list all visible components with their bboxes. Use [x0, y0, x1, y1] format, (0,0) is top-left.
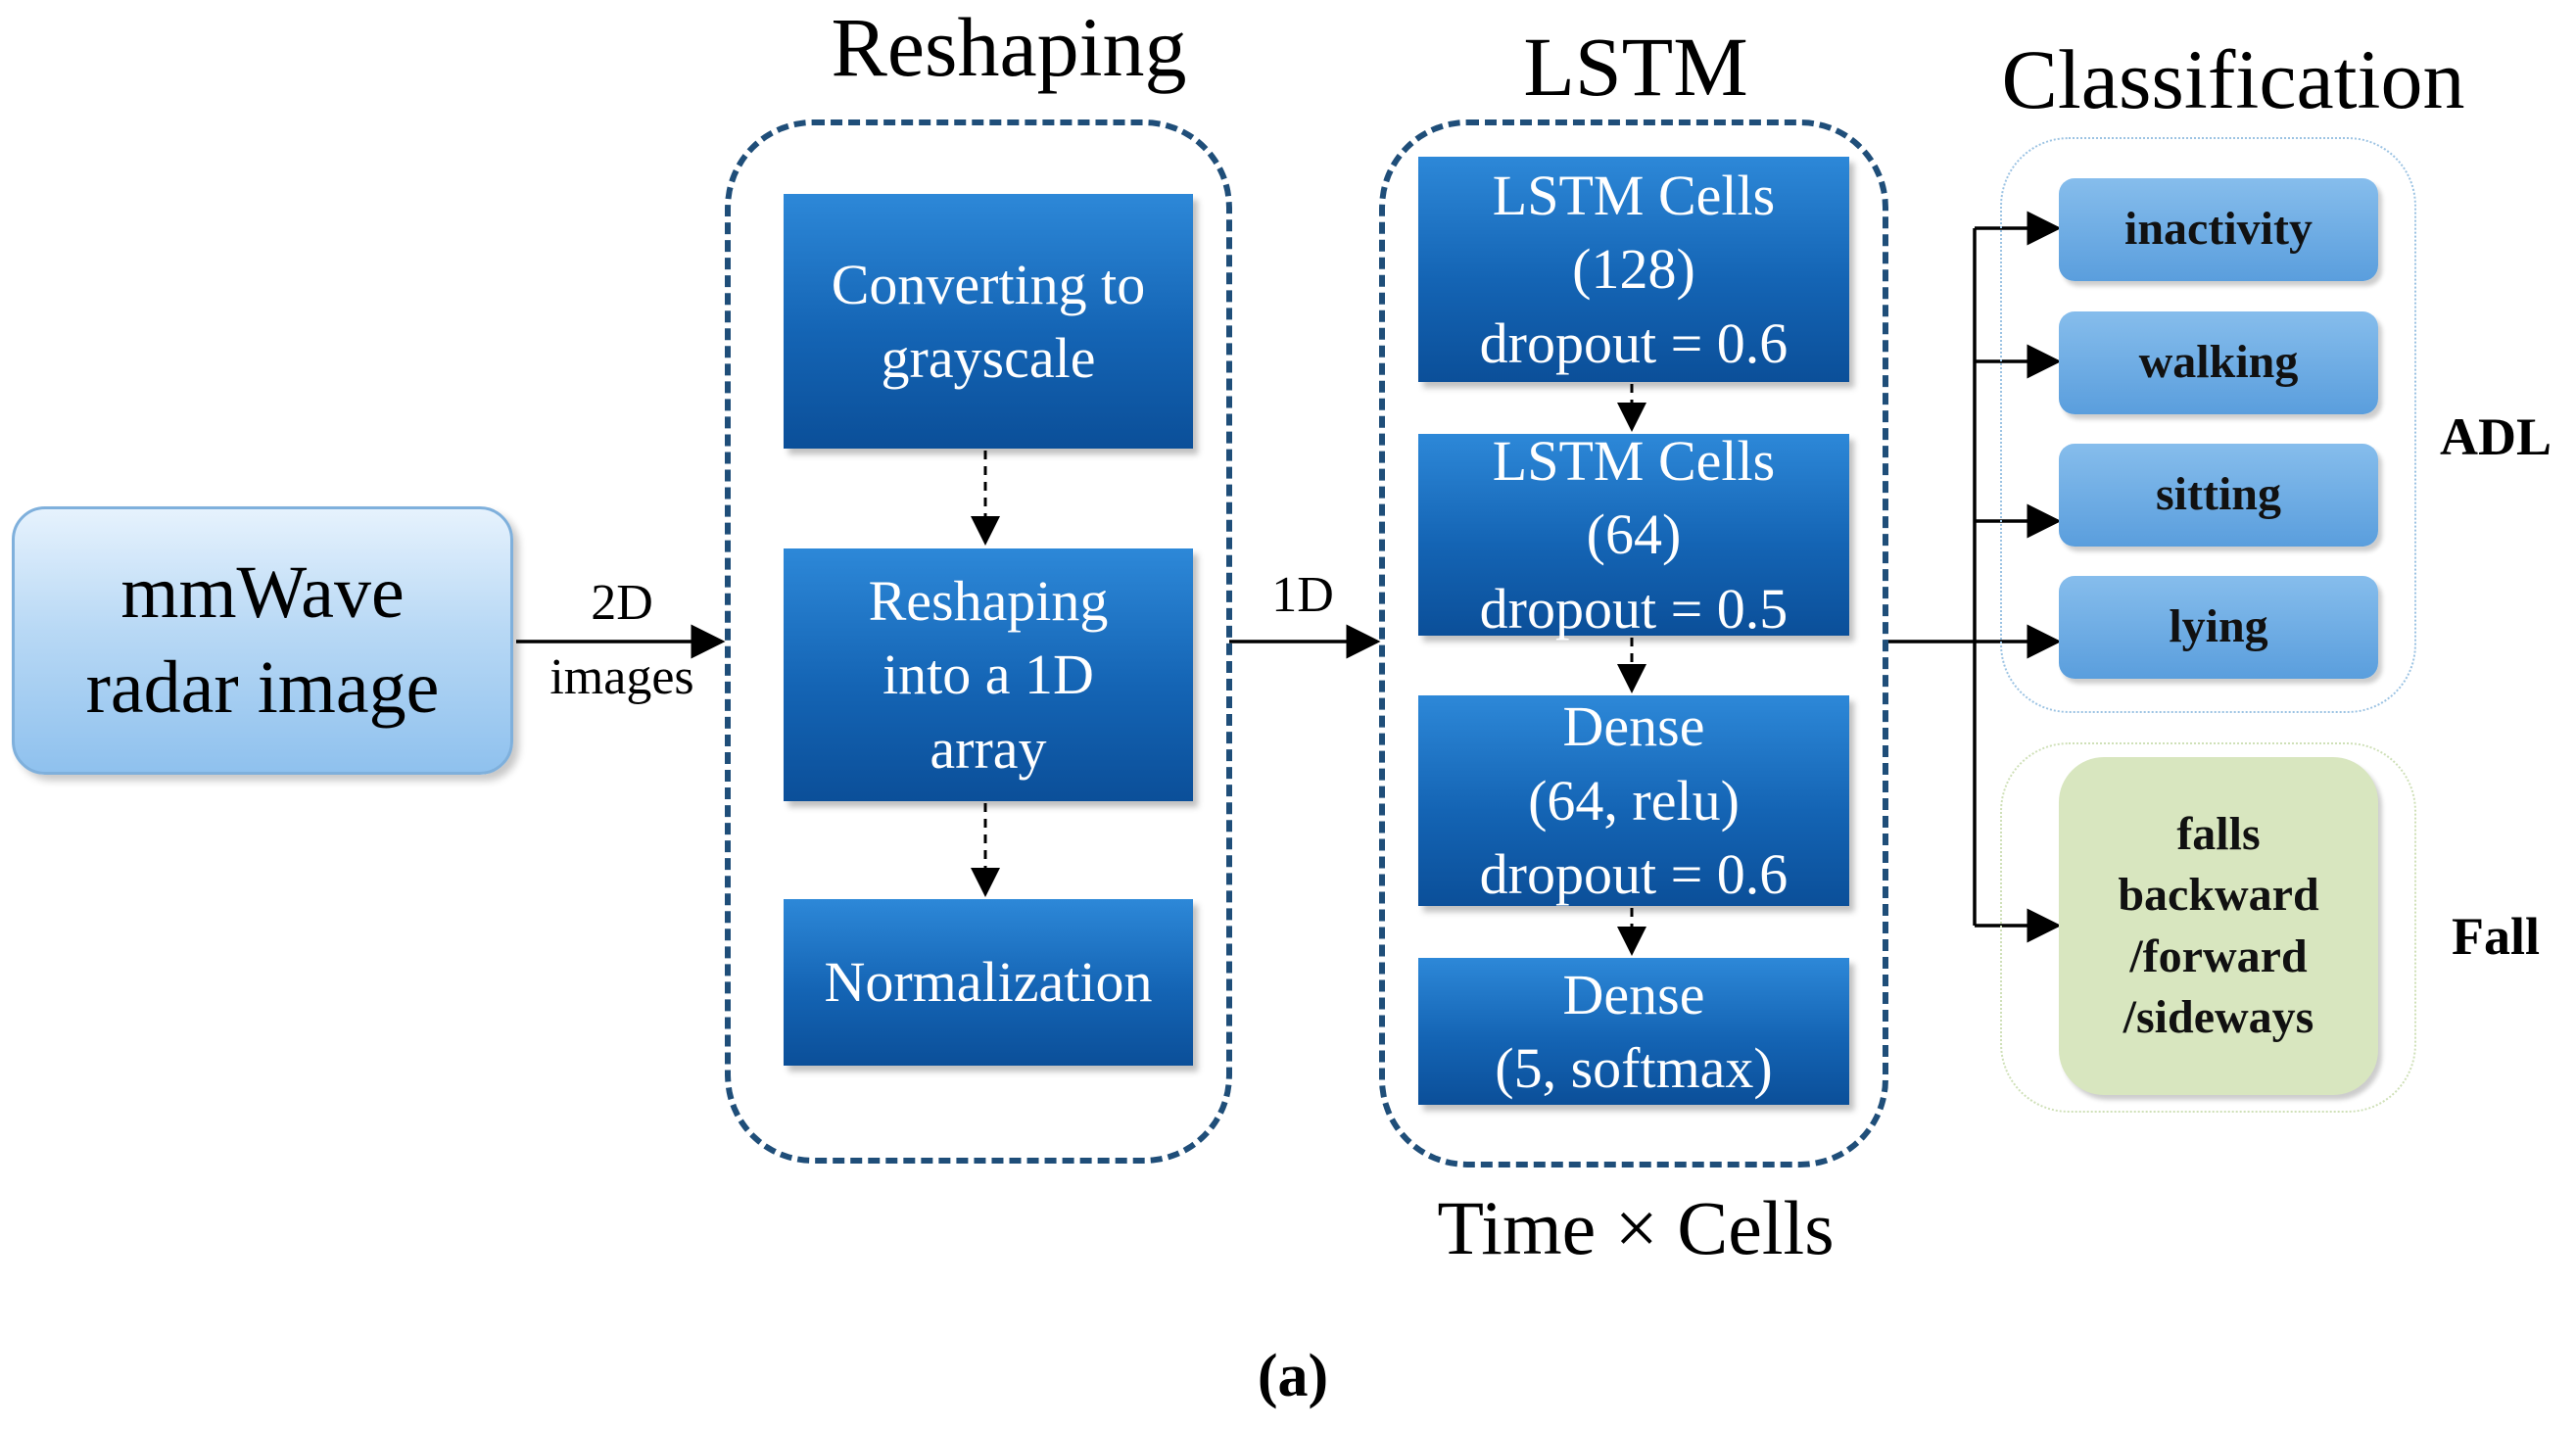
normalization-label: Normalization: [824, 950, 1153, 1015]
adl-group-container: [2000, 137, 2416, 713]
reshape-line1: Reshaping: [868, 568, 1109, 633]
lstm-stage-container: [1379, 119, 1888, 1167]
dense5-line2: (5, softmax): [1495, 1036, 1773, 1100]
source-radar-image: mmWave radar image: [12, 506, 513, 775]
reshape-line2: into a 1D: [883, 643, 1094, 707]
falls-line1: falls: [2176, 807, 2261, 860]
falls-line4: /sideways: [2123, 990, 2314, 1043]
dense64-line1: Dense: [1562, 694, 1705, 759]
lstm128-line2: (128): [1572, 237, 1695, 302]
falls-line3: /forward: [2129, 929, 2308, 982]
dense64-line2: (64, relu): [1528, 768, 1740, 833]
heading-lstm: LSTM: [1523, 20, 1748, 114]
lstm64-line2: (64): [1586, 502, 1682, 567]
falls-line2: backward: [2118, 869, 2319, 922]
reshaping-stage-container: [725, 119, 1232, 1164]
class-walking: walking: [2059, 311, 2378, 414]
edge-label-images: images: [549, 649, 694, 706]
edge-label-2d-images: 2D images: [529, 566, 715, 716]
heading-classification: Classification: [2001, 32, 2465, 126]
class-falls: falls backward /forward /sideways: [2059, 757, 2378, 1095]
block-lstm-cells-128: LSTM Cells (128) dropout = 0.6: [1418, 157, 1849, 382]
dense5-line1: Dense: [1562, 962, 1705, 1026]
lstm128-line1: LSTM Cells: [1492, 163, 1776, 227]
heading-reshaping: Reshaping: [831, 0, 1187, 94]
adl-group-label: ADL: [2439, 407, 2552, 466]
class-inactivity: inactivity: [2059, 178, 2378, 281]
block-dense-64-relu: Dense (64, relu) dropout = 0.6: [1418, 694, 1849, 907]
class-lying: lying: [2059, 576, 2378, 679]
block-lstm-cells-64: LSTM Cells (64) dropout = 0.5: [1418, 429, 1849, 641]
source-line1: mmWave: [120, 551, 405, 635]
figure-caption: (a): [1257, 1343, 1329, 1409]
lstm128-line3: dropout = 0.6: [1479, 310, 1789, 375]
block-converting-to-grayscale: Converting to grayscale: [784, 194, 1193, 449]
lstm64-line1: LSTM Cells: [1492, 428, 1776, 493]
lstm-footer-time-cells: Time × Cells: [1437, 1185, 1835, 1270]
grayscale-line1: Converting to: [831, 252, 1146, 316]
block-dense-5-softmax: Dense (5, softmax): [1418, 958, 1849, 1105]
block-normalization: Normalization: [784, 899, 1193, 1066]
dense64-line3: dropout = 0.6: [1479, 842, 1789, 907]
block-reshaping-1d-array: Reshaping into a 1D array: [784, 548, 1193, 801]
grayscale-line2: grayscale: [881, 326, 1096, 390]
lstm64-line3: dropout = 0.5: [1479, 576, 1789, 641]
reshape-line3: array: [930, 716, 1047, 781]
edge-label-2d: 2D: [591, 575, 653, 631]
source-line2: radar image: [85, 646, 440, 729]
fall-group-container: [2000, 742, 2416, 1113]
fall-group-label: Fall: [2452, 907, 2540, 966]
edge-label-1d: 1D: [1271, 567, 1334, 623]
class-sitting: sitting: [2059, 444, 2378, 547]
